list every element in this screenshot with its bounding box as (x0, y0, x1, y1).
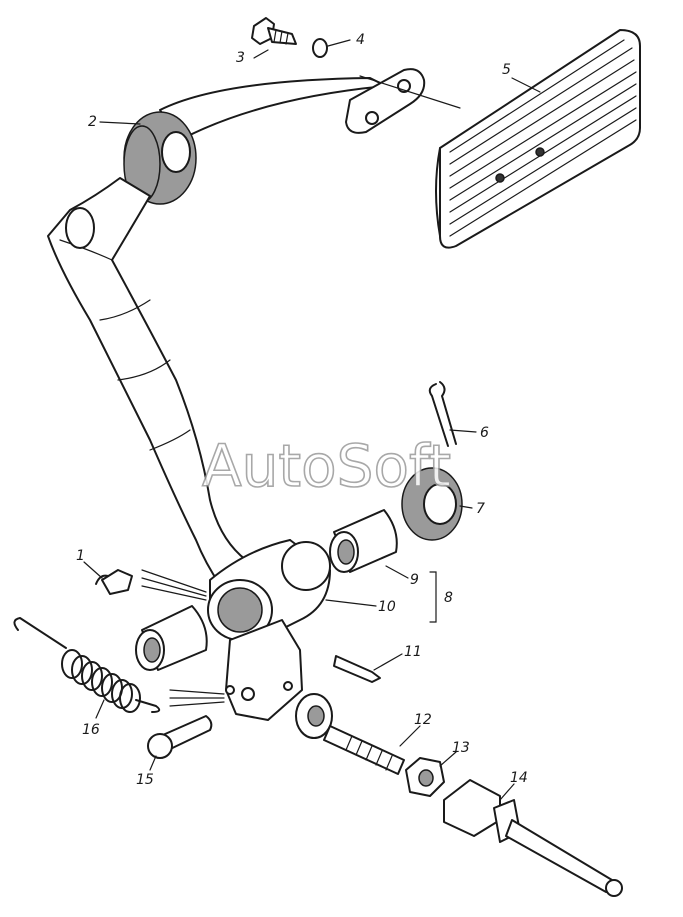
callout-4: 4 (356, 32, 365, 48)
part-12-eye-bolt (295, 693, 405, 775)
callout-9: 9 (410, 572, 419, 588)
callout-13: 13 (452, 740, 470, 756)
part-2-grommet (123, 111, 197, 205)
callout-10: 10 (378, 599, 396, 615)
part-5-pedal-pad (435, 29, 641, 249)
part-4-lock-washer (312, 38, 328, 58)
callout-1: 1 (76, 548, 85, 564)
callout-12: 12 (414, 712, 432, 728)
callout-8: 8 (444, 590, 453, 606)
part-13-nut (405, 757, 445, 797)
part-3-bolt (251, 17, 297, 45)
leader-lines (83, 39, 541, 801)
part-14-push-rod (443, 779, 623, 897)
part-9-bushing (329, 509, 398, 573)
callout-11: 11 (404, 644, 422, 660)
part-15-clevis-pin (147, 715, 213, 759)
callout-15: 15 (136, 772, 154, 788)
callout-5: 5 (502, 62, 511, 78)
callout-16: 16 (82, 722, 100, 738)
callout-7: 7 (476, 501, 485, 517)
watermark: AutoSoft (202, 432, 451, 500)
part-11-pin (333, 655, 381, 683)
part-6-cotter-pin (428, 381, 457, 447)
callout-14: 14 (510, 770, 528, 786)
part-7-washer (401, 467, 463, 541)
callout-2: 2 (88, 114, 97, 130)
callout-labels: 1 2 3 4 5 6 7 8 9 10 11 12 13 14 15 16 (76, 32, 528, 788)
part-16-spring (13, 617, 225, 713)
pedal-hub (207, 539, 331, 721)
part-10-bushing (135, 605, 208, 671)
callout-3: 3 (236, 50, 245, 66)
callout-6: 6 (480, 425, 489, 441)
part-1-grease-fitting (95, 569, 207, 601)
